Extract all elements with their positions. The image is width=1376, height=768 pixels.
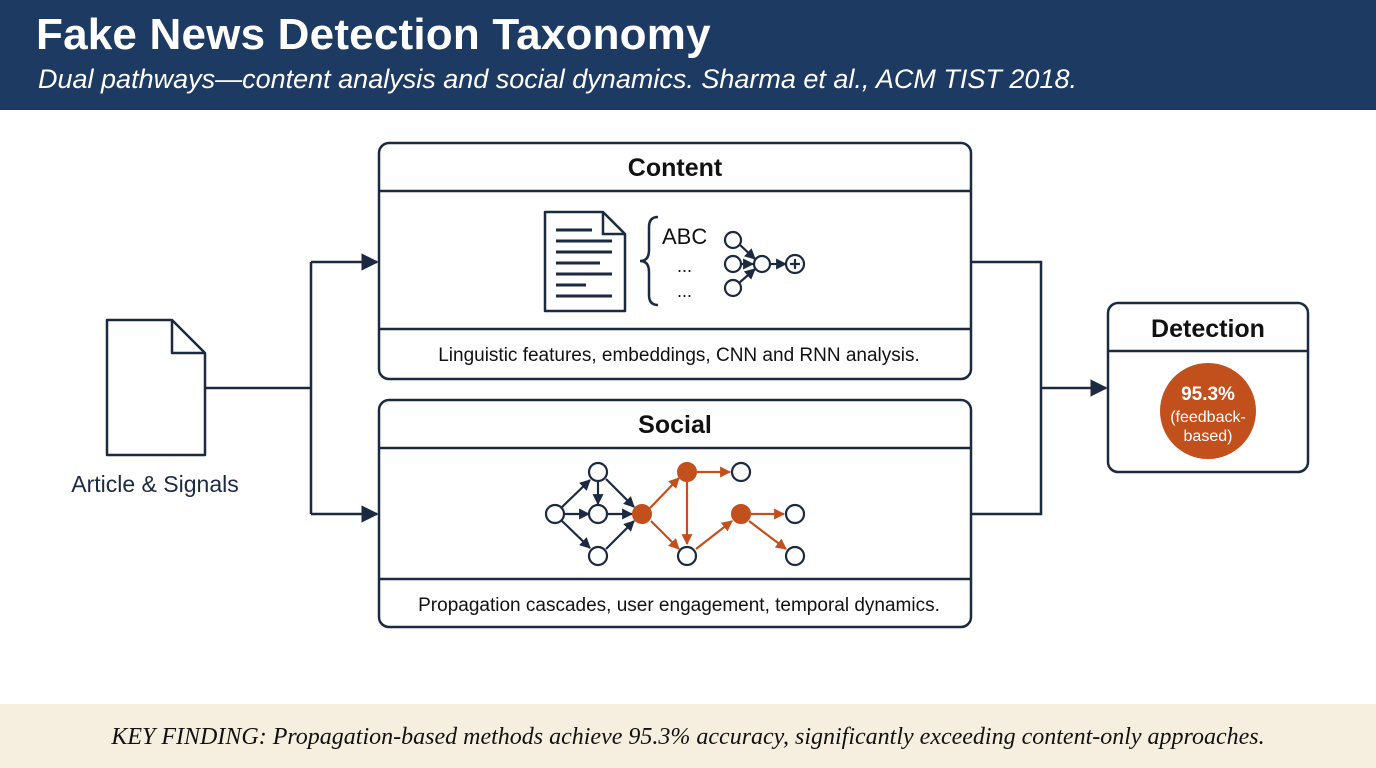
token-text-3: ...: [677, 281, 692, 301]
accuracy-value: 95.3%: [1181, 384, 1235, 405]
document-icon: [105, 318, 207, 457]
detection-box-title: Detection: [1151, 315, 1265, 343]
page-subtitle: Dual pathways—content analysis and socia…: [38, 64, 1077, 94]
social-box-description: Propagation cascades, user engagement, t…: [418, 595, 940, 616]
accuracy-badge: [1160, 363, 1256, 459]
token-text-1: ABC: [662, 224, 707, 249]
key-finding-text: KEY FINDING: Propagation-based methods a…: [111, 724, 1265, 750]
brace-icon: [639, 215, 659, 307]
key-finding-banner: KEY FINDING: Propagation-based methods a…: [0, 704, 1376, 768]
detection-box: Detection 95.3% (feedback- based): [1106, 301, 1310, 474]
header-banner: Fake News Detection Taxonomy Dual pathwa…: [0, 0, 1376, 110]
input-connectors: [205, 253, 379, 523]
accuracy-note-line1: (feedback-: [1170, 409, 1246, 426]
output-connectors: [971, 260, 1108, 516]
propagation-graph-icon: [544, 461, 806, 567]
content-box-title: Content: [628, 154, 723, 182]
accuracy-note-line2: based): [1184, 428, 1233, 445]
token-text-2: ...: [677, 256, 692, 276]
social-box-title: Social: [638, 411, 712, 439]
content-box: Content ABC ... ...: [377, 141, 973, 381]
text-document-icon: [543, 210, 627, 313]
social-box: Social: [377, 398, 973, 629]
neural-network-icon: [723, 230, 806, 298]
page-title: Fake News Detection Taxonomy: [36, 10, 711, 59]
input-label: Article & Signals: [71, 471, 238, 497]
content-box-description: Linguistic features, embeddings, CNN and…: [438, 345, 920, 366]
